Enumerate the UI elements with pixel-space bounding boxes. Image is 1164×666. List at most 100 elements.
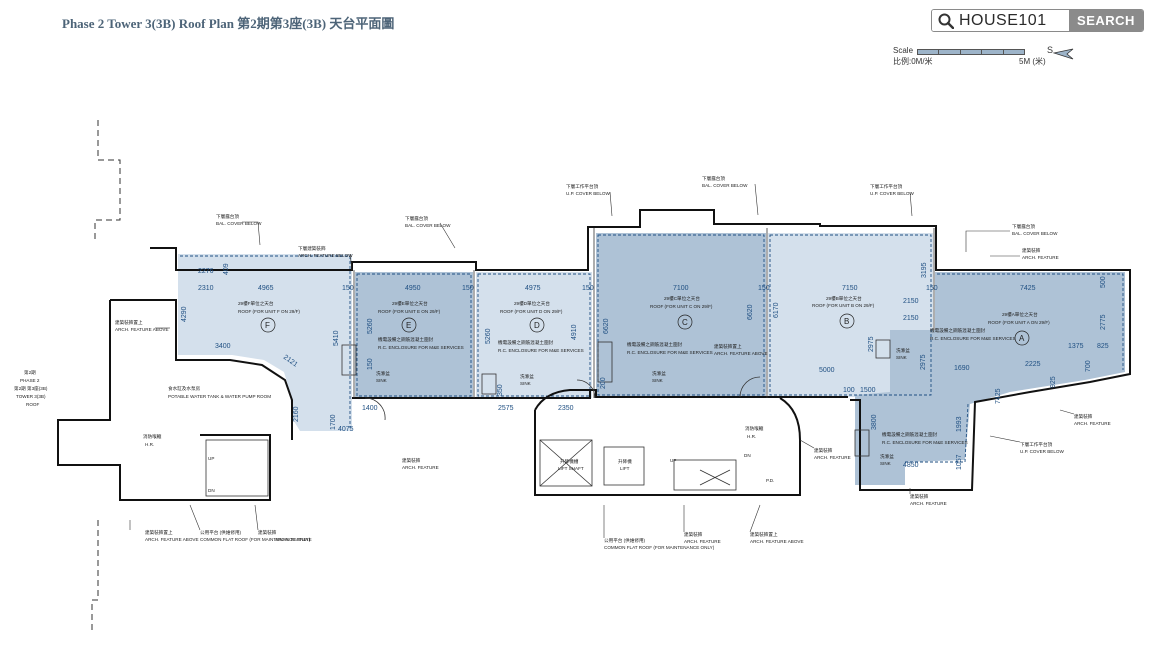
search-box: HOUSE101 SEARCH: [931, 9, 1144, 32]
annotation: U.P. COVER BELOW: [566, 191, 610, 196]
dim-text: 2225: [1025, 361, 1041, 368]
annotation: ARCH. FEATURE: [1074, 421, 1111, 426]
annotation: SINK: [376, 378, 388, 383]
annotation: 下層露台頂: [405, 215, 428, 222]
annotation: ROOF: [26, 402, 39, 407]
dim-text: 4075: [338, 426, 354, 433]
unit-d-label: ROOF (FOR UNIT D ON 29/F): [500, 309, 563, 314]
dim-text: 2150: [903, 315, 919, 322]
annotation: 下層建築裝飾: [298, 245, 326, 252]
unit-b-letter: B: [844, 317, 849, 326]
annotation: 建築裝飾: [258, 529, 277, 536]
annotation: 建築裝飾: [910, 493, 929, 500]
annotation: BAL. COVER BELOW: [1012, 231, 1058, 236]
search-button[interactable]: SEARCH: [1069, 10, 1143, 31]
dim-text: 7425: [995, 388, 1002, 404]
dim-text: 825: [1097, 343, 1109, 350]
annotation: R.C. ENCLOSURE FOR M&E SERVICES: [882, 440, 968, 445]
dim-text: 2775: [1100, 314, 1107, 330]
dim-text: 4290: [181, 306, 188, 322]
unit-c-label: ROOF (FOR UNIT C ON 29/F): [650, 304, 713, 309]
dim-text: 100: [843, 387, 855, 394]
annotation: 洗滌盆: [880, 453, 894, 460]
dim-text: 150: [367, 358, 374, 370]
dim-text: 1700: [330, 414, 337, 430]
search-input[interactable]: HOUSE101: [932, 10, 1069, 31]
annotation: 洗滌盆: [376, 370, 390, 377]
annotation: 建築裝飾: [1074, 413, 1093, 420]
unit-fills: [178, 233, 1125, 485]
annotation: 食水缸及水泵房: [168, 385, 201, 392]
unit-e-label: ROOF (FOR UNIT E ON 29/F): [378, 309, 441, 314]
dim-text: 1993: [956, 416, 963, 432]
annotation: SINK: [880, 461, 892, 466]
north-indicator: S: [1047, 45, 1077, 66]
annotation: 下層工作平台頂: [566, 183, 599, 190]
annotation: 第2期: [24, 369, 36, 376]
dim-text: 2975: [920, 354, 927, 370]
dim-text: 2310: [198, 285, 214, 292]
annotation: PHASE 2: [20, 378, 40, 383]
annotation: SINK: [520, 381, 532, 386]
annotation: BAL. COVER BELOW: [216, 221, 262, 226]
dim-text: 2276: [198, 268, 214, 275]
dim-text: 5000: [819, 367, 835, 374]
annotation: BAL. COVER BELOW: [405, 223, 451, 228]
annotation: 消防喉轆: [143, 433, 162, 440]
dim-text: 409: [223, 263, 230, 275]
unit-b-label-cn: 29樓B單位之天台: [826, 295, 862, 302]
annotation: UP: [208, 456, 214, 461]
annotation: R.C. ENCLOSURE FOR M&E SERVICES: [930, 336, 1016, 341]
dim-text: 1500: [860, 387, 876, 394]
annotation: 第2期 第3座(3B): [14, 385, 48, 392]
annotation: LIFT SHAFT: [558, 466, 584, 471]
annotation: DN: [744, 453, 751, 458]
unit-c-area: [596, 233, 766, 397]
search-value: HOUSE101: [959, 11, 1047, 29]
unit-d-area: [476, 272, 592, 398]
annotation: R.C. ENCLOSURE FOR M&E SERVICES: [498, 348, 584, 353]
annotation: ARCH. FEATURE: [684, 539, 721, 544]
unit-f-area: [178, 254, 352, 431]
annotation: ARCH. FEATURE: [275, 537, 312, 542]
scale-ruler: [917, 49, 1025, 55]
annotation: 消防喉轆: [745, 425, 764, 432]
annotation: DN: [208, 488, 215, 493]
annotation: P.D.: [766, 478, 774, 483]
annotation: 下層露台頂: [1012, 223, 1035, 230]
unit-a-label-cn: 29樓A單位之天台: [1002, 311, 1038, 318]
annotation: 升降機: [618, 458, 632, 465]
annotation: 洗滌盆: [652, 370, 666, 377]
site-boundary: [91, 120, 121, 630]
dim-text: 4910: [571, 324, 578, 340]
annotation: ARCH. FEATURE: [402, 465, 439, 470]
scale-label: Scale: [893, 46, 914, 55]
dim-text: 2975: [868, 336, 875, 352]
annotation: U.P. COVER BELOW: [1020, 449, 1064, 454]
dim-text: 1690: [954, 365, 970, 372]
annotation: 公用平台 (供維修用): [604, 537, 646, 544]
annotation: ARCH. FEATURE ABOVE: [714, 351, 768, 356]
annotation: ARCH. FEATURE BELOW: [298, 253, 353, 258]
annotation: H.R.: [145, 442, 154, 447]
annotation: UP: [670, 458, 676, 463]
annotations: 下層露台頂 BAL. COVER BELOW 下層露台頂 BAL. COVER …: [14, 175, 1111, 550]
dim-text: 150: [462, 285, 474, 292]
scale-end-label: 5M (米): [1019, 57, 1046, 66]
dim-text: 6620: [603, 318, 610, 334]
unit-b-label: ROOF (FOR UNIT B ON 29/F): [812, 303, 875, 308]
unit-a-letter: A: [1019, 334, 1025, 343]
dim-text: 7150: [842, 285, 858, 292]
unit-a-label: ROOF (FOR UNIT A ON 29/F): [988, 320, 1050, 325]
annotation: 機電設備之鋼筋混凝土圍封: [930, 327, 986, 334]
dim-text: 2350: [558, 405, 574, 412]
dim-text: 2150: [903, 298, 919, 305]
dim-text: 7425: [1020, 285, 1036, 292]
annotation: ARCH. FEATURE: [814, 455, 851, 460]
annotation: 建築裝飾: [1022, 247, 1041, 254]
page-title: Phase 2 Tower 3(3B) Roof Plan 第2期第3座(3B)…: [62, 16, 395, 31]
dim-text: 150: [582, 285, 594, 292]
dim-text: 3195: [921, 262, 928, 278]
unit-c-label-cn: 29樓C單位之天台: [664, 295, 700, 302]
